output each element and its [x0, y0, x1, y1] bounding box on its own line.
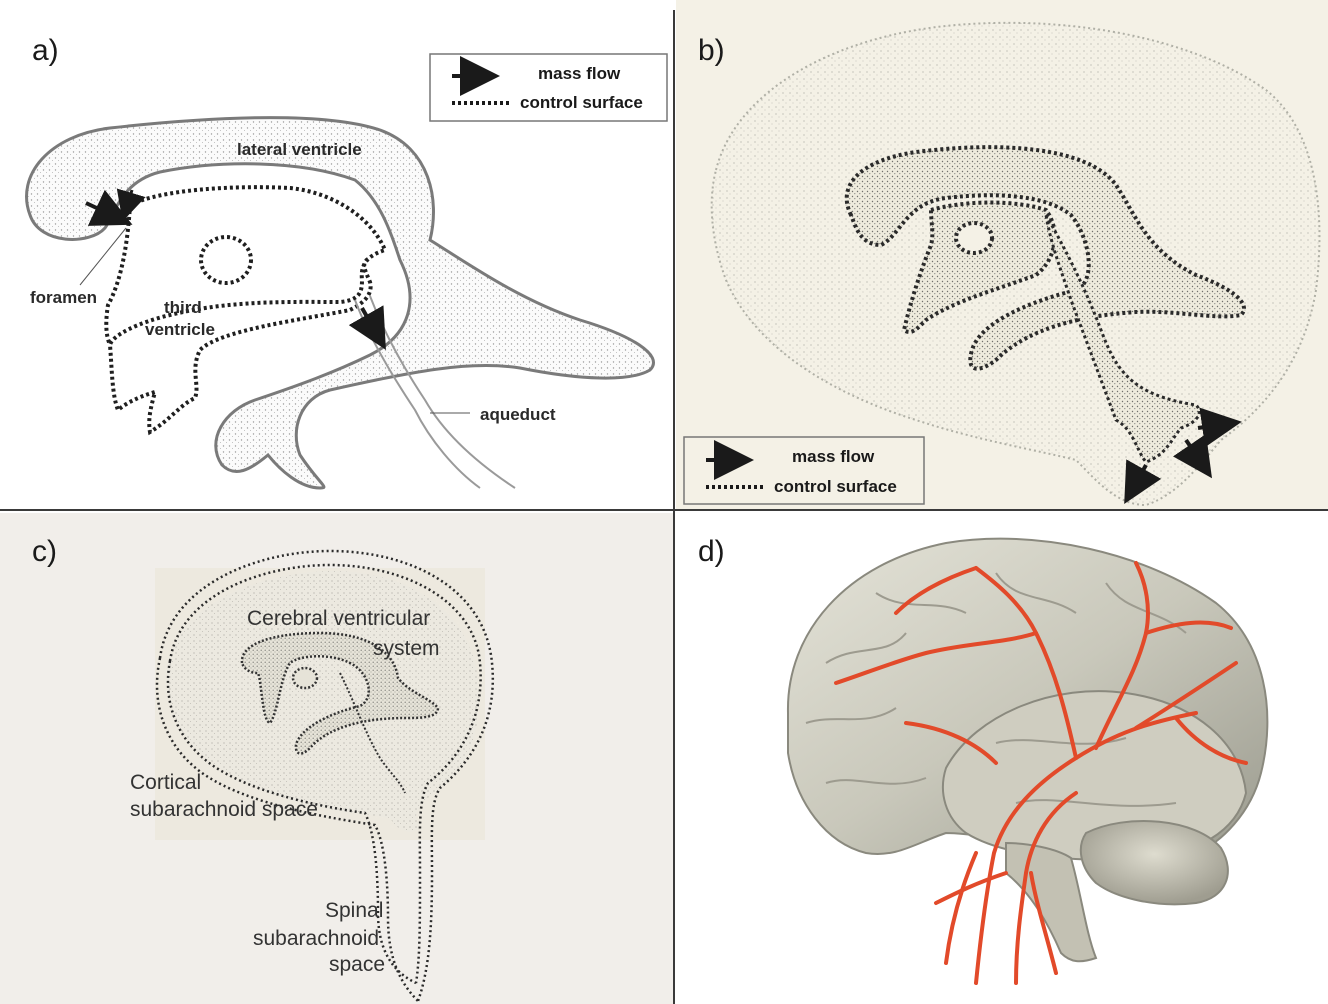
horizontal-divider [0, 509, 1328, 511]
legend-b-mass-flow: mass flow [792, 447, 875, 466]
label-lateral-ventricle: lateral ventricle [237, 140, 362, 159]
label-cortical-line2: subarachnoid space [130, 798, 318, 821]
third-ventricle-control-surface [110, 187, 385, 432]
label-aqueduct: aqueduct [480, 405, 556, 424]
vertical-divider [673, 10, 675, 1004]
panel-b: b) mass flow control surface [676, 0, 1328, 510]
panel-a: a) lateral ventricle foramen third ventr… [0, 0, 673, 510]
label-spinal-line2: subarachnoid [253, 927, 379, 950]
label-cortical-line1: Cortical [130, 771, 201, 794]
interthalamic-adhesion-c [293, 668, 317, 688]
panel-d-letter: d) [698, 535, 725, 568]
panel-d: d) [676, 513, 1328, 1004]
label-third-ventricle-line1: third [164, 298, 202, 317]
interthalamic-adhesion [201, 237, 251, 283]
legend-a: mass flow control surface [430, 54, 667, 121]
panel-d-diagram: d) [676, 513, 1328, 1004]
label-third-ventricle-line2: ventricle [145, 320, 215, 339]
label-foramen: foramen [30, 288, 97, 307]
panel-b-letter: b) [698, 34, 725, 67]
legend-b: mass flow control surface [684, 437, 924, 504]
label-spinal-line3: space [329, 953, 385, 976]
lateral-ventricle-shape [27, 118, 654, 488]
panel-a-diagram: a) lateral ventricle foramen third ventr… [0, 0, 673, 510]
panel-a-letter: a) [32, 34, 59, 67]
panel-c-diagram: c) Cerebral ventricular system Cortical … [0, 513, 673, 1004]
label-cerebral-ventricular-line2: system [373, 637, 440, 660]
legend-b-control-surface: control surface [774, 477, 897, 496]
panel-c: c) Cerebral ventricular system Cortical … [0, 513, 673, 1004]
panel-b-diagram: b) mass flow control surface [676, 0, 1328, 510]
panel-c-letter: c) [32, 535, 57, 568]
legend-a-control-surface: control surface [520, 93, 643, 112]
label-cerebral-ventricular-line1: Cerebral ventricular [247, 607, 430, 630]
third-ventricle-left-edge [106, 205, 130, 345]
interthalamic-adhesion-b [956, 223, 992, 253]
label-spinal-line1: Spinal [325, 899, 383, 922]
legend-a-mass-flow: mass flow [538, 64, 621, 83]
